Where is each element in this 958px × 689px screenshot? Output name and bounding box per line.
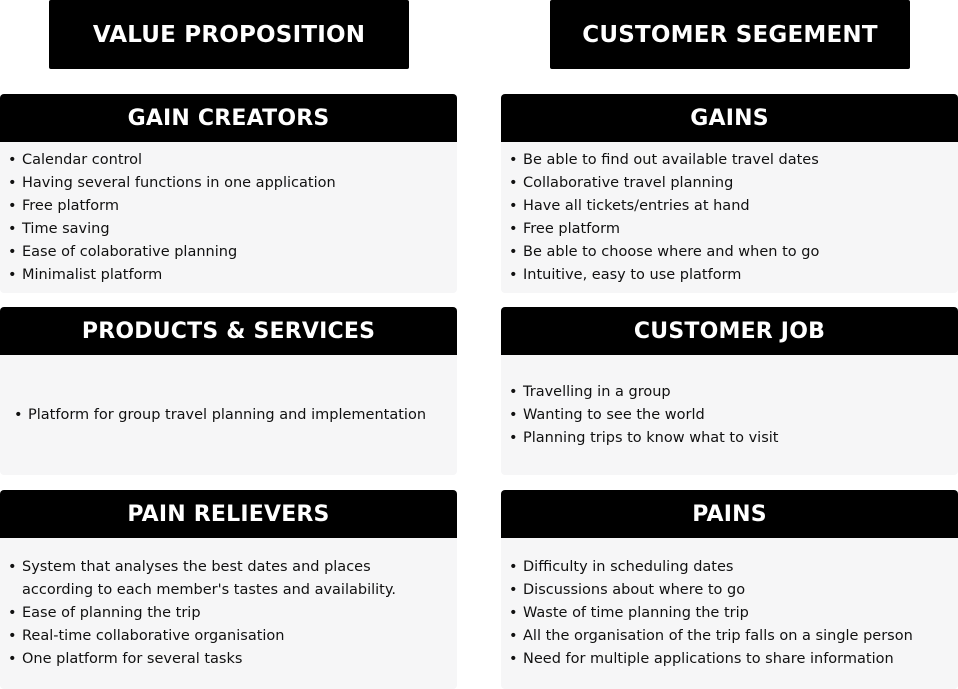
list-item: Real-time collaborative organisation [0,625,457,648]
products-services-card: PRODUCTS & SERVICES Platform for group t… [0,307,457,475]
list-item: Time saving [0,218,457,241]
list-item: Wanting to see the world [501,404,958,427]
products-services-title: PRODUCTS & SERVICES [81,318,376,344]
customer-segment-title: CUSTOMER SEGEMENT [550,0,910,69]
pain-relievers-header: PAIN RELIEVERS [0,490,457,538]
customer-job-body: Travelling in a group Wanting to see the… [501,355,958,475]
customer-job-list: Travelling in a group Wanting to see the… [501,381,958,450]
gains-header: GAINS [501,94,958,142]
pain-relievers-body: System that analyses the best dates and … [0,538,457,689]
gains-title: GAINS [690,105,769,131]
list-item: Having several functions in one applicat… [0,172,457,195]
list-item: One platform for several tasks [0,648,457,671]
gain-creators-card: GAIN CREATORS Calendar control Having se… [0,94,457,293]
customer-job-title: CUSTOMER JOB [633,318,826,344]
pain-relievers-card: PAIN RELIEVERS System that analyses the … [0,490,457,689]
list-item: Be able to choose where and when to go [501,241,958,264]
list-item: Travelling in a group [501,381,958,404]
gains-list: Be able to find out available travel dat… [501,149,958,287]
list-item: Calendar control [0,149,457,172]
gain-creators-title: GAIN CREATORS [127,105,330,131]
customer-segment-title-text: CUSTOMER SEGEMENT [582,21,878,48]
list-item: Need for multiple applications to share … [501,648,958,671]
products-services-header: PRODUCTS & SERVICES [0,307,457,355]
customer-job-card: CUSTOMER JOB Travelling in a group Wanti… [501,307,958,475]
list-item: Be able to find out available travel dat… [501,149,958,172]
pains-body: Difficulty in scheduling dates Discussio… [501,538,958,689]
list-item: Platform for group travel planning and i… [6,404,457,427]
list-item: Collaborative travel planning [501,172,958,195]
list-item: System that analyses the best dates and … [0,556,457,602]
pain-relievers-list: System that analyses the best dates and … [0,556,457,671]
gains-body: Be able to find out available travel dat… [501,142,958,293]
list-item: Intuitive, easy to use platform [501,264,958,287]
gain-creators-list: Calendar control Having several function… [0,149,457,287]
list-item: Minimalist platform [0,264,457,287]
list-item: Discussions about where to go [501,579,958,602]
customer-job-header: CUSTOMER JOB [501,307,958,355]
gain-creators-header: GAIN CREATORS [0,94,457,142]
value-proposition-title: VALUE PROPOSITION [49,0,409,69]
list-item: Free platform [501,218,958,241]
products-services-body: Platform for group travel planning and i… [0,355,457,475]
gains-card: GAINS Be able to find out available trav… [501,94,958,293]
list-item: Ease of planning the trip [0,602,457,625]
pains-card: PAINS Difficulty in scheduling dates Dis… [501,490,958,689]
value-proposition-title-text: VALUE PROPOSITION [92,21,366,48]
pains-title: PAINS [692,501,767,527]
list-item-line: according to each member's tastes and av… [22,582,396,598]
pains-header: PAINS [501,490,958,538]
list-item: All the organisation of the trip falls o… [501,625,958,648]
list-item: Difficulty in scheduling dates [501,556,958,579]
pains-list: Difficulty in scheduling dates Discussio… [501,556,958,671]
list-item: Planning trips to know what to visit [501,427,958,450]
list-item-line: System that analyses the best dates and … [22,559,371,575]
products-services-list: Platform for group travel planning and i… [6,404,457,427]
pain-relievers-title: PAIN RELIEVERS [127,501,330,527]
list-item: Have all tickets/entries at hand [501,195,958,218]
list-item: Ease of colaborative planning [0,241,457,264]
list-item: Waste of time planning the trip [501,602,958,625]
gain-creators-body: Calendar control Having several function… [0,142,457,293]
list-item: Free platform [0,195,457,218]
